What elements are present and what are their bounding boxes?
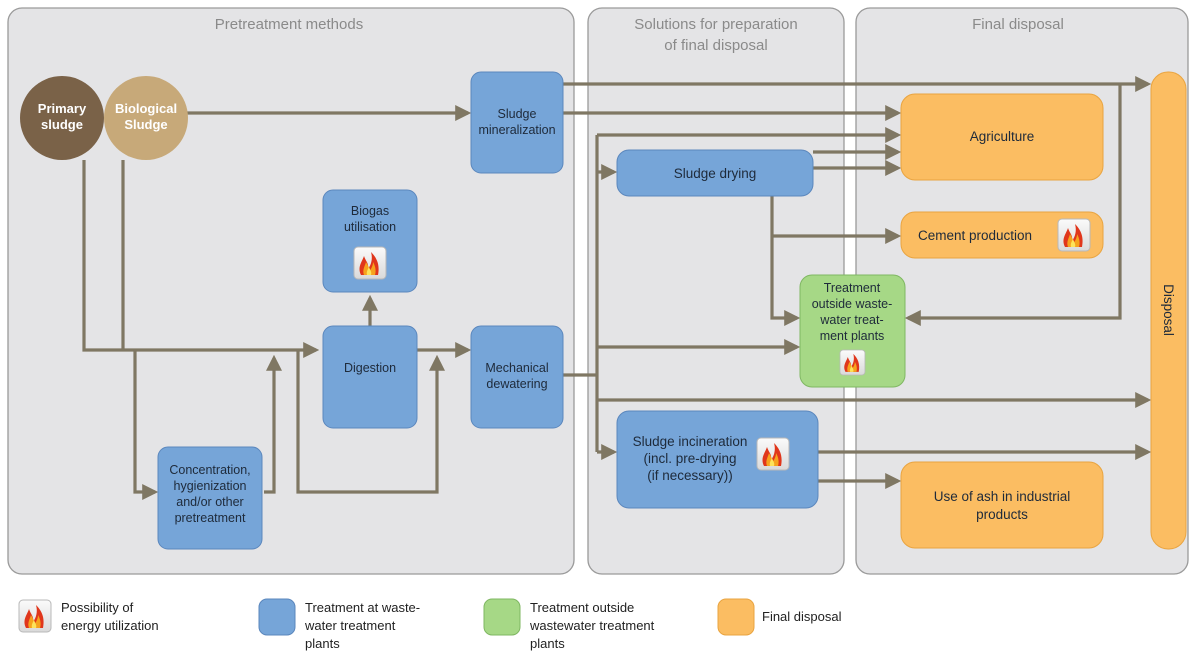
ash-use-node: Use of ash in industrial products: [900, 461, 1104, 549]
incineration-label-line1: Sludge incineration: [633, 434, 748, 449]
panel-final-title: Final disposal: [972, 16, 1064, 33]
cement-label: Cement production: [918, 228, 1032, 243]
legend-treatment-outside: Treatment outside wastewater treatment p…: [483, 598, 655, 651]
primary-sludge-node: Primary sludge: [20, 76, 104, 160]
biological-sludge-node: Biological Sludge: [104, 76, 188, 160]
mechanical-label-line1: Mechanical: [485, 361, 548, 375]
mechanical-label-line2: dewatering: [486, 377, 547, 391]
flame-icon: [839, 349, 866, 376]
concentration-label-line3: and/or other: [176, 495, 243, 509]
incineration-label-line3: (if necessary)): [647, 468, 733, 483]
mineralization-label-line1: Sludge: [498, 107, 537, 121]
digestion-label: Digestion: [344, 361, 396, 375]
concentration-label-line2: hygienization: [174, 479, 247, 493]
legend-energy: Possibility of energy utilization: [18, 599, 159, 633]
flame-icon: [18, 599, 52, 633]
legend-treatment-at-line2: water treatment: [304, 618, 396, 633]
treatment-outside-label-line3: water treat-: [819, 313, 883, 327]
treatment-outside-label-line1: Treatment: [824, 281, 881, 295]
biogas-label-line1: Biogas: [351, 204, 389, 218]
agriculture-node: Agriculture: [900, 93, 1104, 181]
flame-icon: [353, 246, 387, 280]
panel-solutions-title-line2: of final disposal: [664, 37, 767, 54]
sludge-drying-node: Sludge drying: [616, 149, 814, 197]
ash-label-line1: Use of ash in industrial: [934, 489, 1071, 504]
biogas-label-line2: utilisation: [344, 220, 396, 234]
mechanical-dewatering-node: Mechanical dewatering: [470, 325, 564, 429]
legend-final-disposal: Final disposal: [717, 598, 842, 636]
concentration-label-line1: Concentration,: [169, 463, 250, 477]
biological-sludge-label-line2: Sludge: [124, 117, 167, 132]
treatment-outside-node: Treatment outside waste- water treat- me…: [799, 274, 906, 388]
legend-treatment-outside-line2: wastewater treatment: [529, 618, 655, 633]
legend-energy-line2: energy utilization: [61, 618, 159, 633]
concentration-node: Concentration, hygienization and/or othe…: [157, 446, 263, 550]
legend-treatment-at-line1: Treatment at waste-: [305, 600, 420, 615]
mineralization-label-line2: mineralization: [478, 123, 555, 137]
legend-blue-swatch: [258, 598, 296, 636]
agriculture-label: Agriculture: [970, 129, 1035, 144]
flame-icon: [1057, 218, 1091, 252]
legend-orange-swatch: [717, 598, 755, 636]
ash-label-line2: products: [976, 507, 1028, 522]
panel-pretreatment-title: Pretreatment methods: [215, 16, 363, 33]
panel-solutions-title-line1: Solutions for preparation: [634, 16, 797, 33]
primary-sludge-label-line2: sludge: [41, 117, 83, 132]
primary-sludge-label-line1: Primary: [38, 101, 87, 116]
legend: Possibility of energy utilization Treatm…: [18, 598, 842, 651]
sludge-incineration-node: Sludge incineration (incl. pre-drying (i…: [616, 410, 819, 509]
flow-arrows: [82, 76, 1152, 500]
drying-label: Sludge drying: [674, 166, 757, 181]
legend-final-disposal-label: Final disposal: [762, 609, 842, 624]
disposal-label: Disposal: [1161, 284, 1176, 336]
treatment-outside-label-line4: ment plants: [820, 329, 885, 343]
legend-treatment-outside-line3: plants: [530, 636, 565, 651]
treatment-outside-label-line2: outside waste-: [812, 297, 893, 311]
legend-treatment-at-line3: plants: [305, 636, 340, 651]
legend-treatment-outside-line1: Treatment outside: [530, 600, 634, 615]
flame-icon: [756, 437, 790, 471]
digestion-node: Digestion: [322, 325, 418, 429]
disposal-node: Disposal: [1150, 71, 1187, 550]
sludge-mineralization-node: Sludge mineralization: [470, 71, 564, 174]
biogas-utilisation-node: Biogas utilisation: [322, 189, 418, 293]
cement-production-node: Cement production: [900, 211, 1104, 259]
legend-treatment-at: Treatment at waste- water treatment plan…: [258, 598, 420, 651]
incineration-label-line2: (incl. pre-drying: [643, 451, 736, 466]
biological-sludge-label-line1: Biological: [115, 101, 177, 116]
legend-green-swatch: [483, 598, 521, 636]
concentration-label-line4: pretreatment: [175, 511, 246, 525]
legend-energy-line1: Possibility of: [61, 600, 134, 615]
